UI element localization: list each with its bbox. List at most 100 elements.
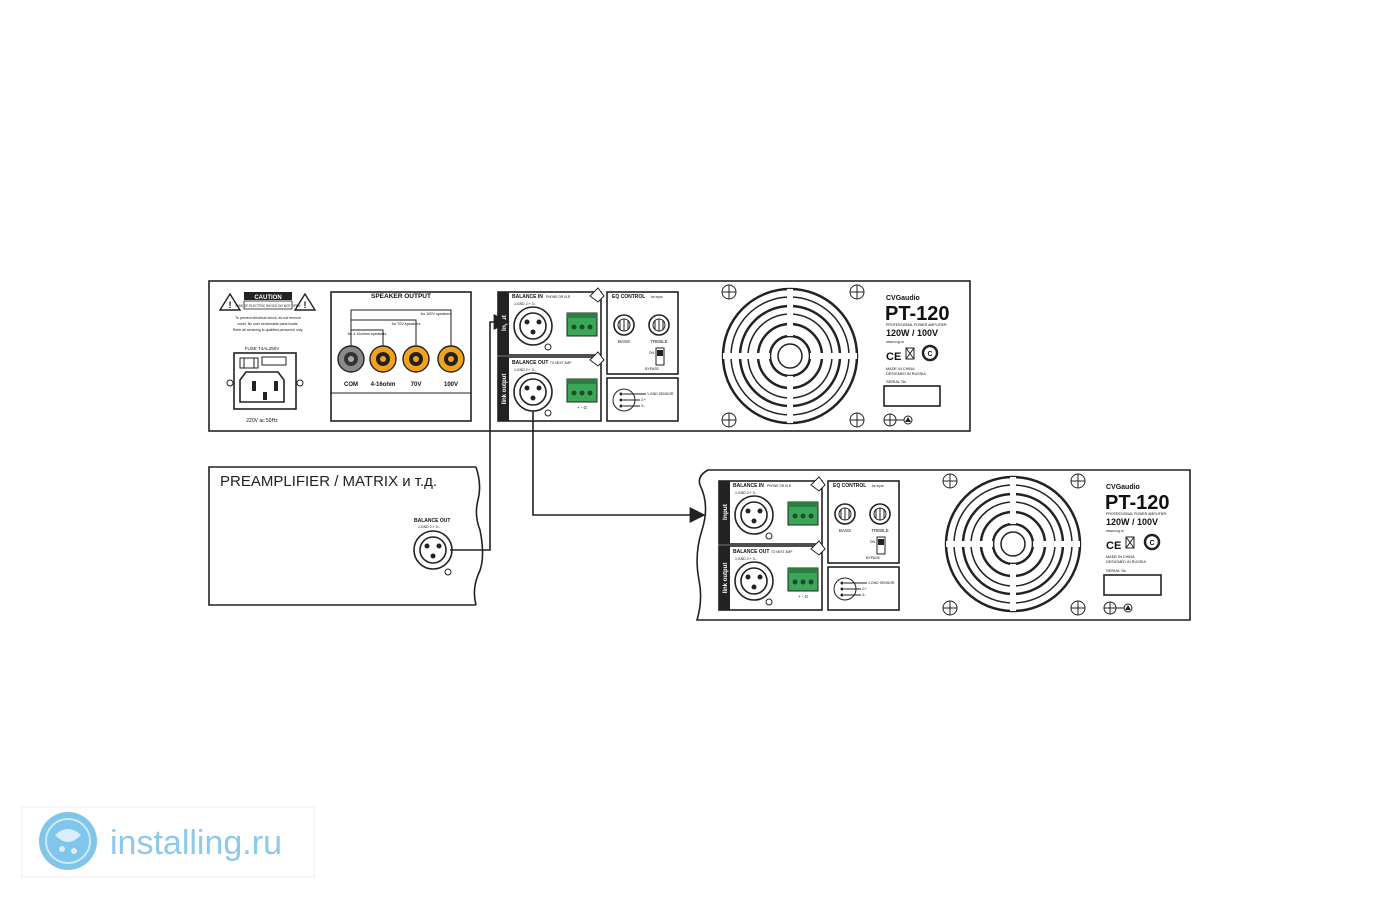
- designed-in: DESIGNED IN RUSSIA: [886, 372, 926, 376]
- wiring-2: 2:+: [641, 398, 646, 402]
- amp2-wiring-1: 1:GND SENSOR: [868, 581, 895, 585]
- bypass-label: BYPASS: [645, 367, 659, 371]
- eq-sub: for input: [651, 295, 663, 299]
- balance-in-section: Input BALANCE IN PHONE OR XLR 1:GND 2:+ …: [497, 287, 605, 356]
- power-inlet: FUSE T4AL250V 220V ac 50Hz: [226, 346, 304, 424]
- speaker-output-title: SPEAKER OUTPUT: [371, 293, 431, 300]
- caution-text-3: Refer all servicing to qualified personn…: [233, 328, 303, 332]
- amp2-bass-label: BASS: [839, 528, 851, 533]
- amp2-treble-label: TREBLE: [871, 528, 889, 533]
- wiring-3: 3:-: [641, 404, 646, 408]
- amp2-xlr-input-jack: [734, 495, 774, 535]
- watermark-text: installing.ru: [110, 824, 282, 862]
- amp2-cooling-fan: [942, 473, 1086, 616]
- note-4-16: for 4-16ohms speakers: [348, 332, 387, 336]
- power-rating: 120W / 100V: [886, 328, 938, 338]
- amp2-input-tab: Input: [722, 503, 729, 520]
- eq-bypass-switch: [655, 347, 665, 366]
- fuse-label: FUSE T4AL250V: [245, 346, 279, 351]
- amp2-wiring-3: 3:-: [862, 593, 867, 597]
- amp1-branding: CVGaudio PT-120 PROFESSIONAL POWER AMPLI…: [883, 295, 949, 427]
- label-100v: 100V: [444, 382, 458, 388]
- amp2-model-name: PT-120: [1105, 492, 1169, 514]
- mains-label: 220V ac 50Hz: [246, 418, 278, 424]
- caution-text-2: cover. No user serviceable parts inside.: [237, 322, 298, 326]
- amp2-eq-control-label: EQ CONTROL: [833, 483, 866, 489]
- balance-out-sub: TO NEXT AMP: [550, 361, 571, 365]
- amp2-treble-knob: [869, 503, 891, 525]
- amplifier-1-rear-panel: ! ! CAUTION RISK OF ELECTRIC SHOCK DO NO…: [208, 280, 971, 432]
- amp2-wiring-2: 2:+: [862, 587, 867, 591]
- xlr-pins-out: 1:GND 2:+ 3:-: [514, 368, 537, 372]
- cable-amp1-to-amp2: [532, 411, 706, 523]
- bass-knob: [613, 314, 635, 336]
- amp2-power-rating: 120W / 100V: [1106, 517, 1158, 527]
- amp2-ce-mark: CE: [1106, 540, 1121, 552]
- caution-title: CAUTION: [254, 295, 281, 301]
- amp2-xlr-output-jack: [734, 561, 774, 601]
- pins-label: + - G: [577, 405, 588, 410]
- amp2-balance-in-section: Input BALANCE IN PHONE OR XLR 1:GND 2:+ …: [718, 476, 826, 545]
- amp2-model-subtitle: PROFESSIONAL POWER AMPLIFIER: [1106, 512, 1167, 516]
- ce-mark: CE: [886, 351, 901, 363]
- label-com: COM: [344, 382, 358, 388]
- speaker-output-section: SPEAKER OUTPUT for 100V speakers for 70V…: [330, 291, 472, 422]
- balance-in-label: BALANCE IN: [512, 294, 543, 300]
- amp2-balance-out-label: BALANCE OUT: [733, 549, 769, 555]
- preamp-title: PREAMPLIFIER / MATRIX и т.д.: [220, 473, 437, 490]
- svg-text:!: !: [229, 300, 232, 310]
- website: www.cvg.ru: [886, 340, 904, 344]
- preamp-balance-out-label: BALANCE OUT: [414, 518, 450, 524]
- cooling-fan: [721, 284, 865, 428]
- eq-control-section: EQ CONTROL for input BASS TREBLE ON BYPA…: [606, 291, 679, 375]
- made-in: MADE IN CHINA: [886, 367, 915, 371]
- cable-preamp-to-amp1: [450, 314, 510, 551]
- svg-text:C: C: [1149, 540, 1154, 547]
- note-70v: for 70V speakers: [392, 322, 421, 326]
- amp2-xlr-wiring-section: 1:GND SENSOR 2:+ 3:-: [827, 566, 900, 611]
- caution-label: ! ! CAUTION RISK OF ELECTRIC SHOCK DO NO…: [218, 292, 317, 332]
- xlr-wiring-section: 1:GND SENSOR 2:+ 3:-: [606, 377, 679, 422]
- amp2-brand-name: CVGaudio: [1106, 484, 1140, 491]
- xlr-input-jack: [513, 306, 553, 346]
- amp2-serial-label: SERIAL №.: [1106, 568, 1127, 573]
- amp2-xlr-pins-out: 1:GND 2:+ 3:-: [735, 557, 758, 561]
- treble-knob: [648, 314, 670, 336]
- brand-name: CVGaudio: [886, 295, 920, 302]
- amp2-made-in: MADE IN CHINA: [1106, 555, 1135, 559]
- on-label: ON: [649, 351, 655, 355]
- preamplifier-box: PREAMPLIFIER / MATRIX и т.д. BALANCE OUT…: [208, 466, 484, 606]
- svg-text:!: !: [304, 300, 307, 310]
- wiring-1: 1:GND SENSOR: [647, 392, 674, 396]
- caution-text-1: To prevent electrical shock, do not remo…: [235, 316, 301, 320]
- amp2-eq-control-section: EQ CONTROL for input BASS TREBLE ON BYPA…: [827, 480, 900, 564]
- balance-out-section: link output BALANCE OUT TO NEXT AMP 1:GN…: [497, 351, 605, 422]
- svg-text:C: C: [927, 351, 932, 358]
- amp2-eq-bypass-switch: [876, 536, 886, 555]
- amp2-balance-out-section: link output BALANCE OUT TO NEXT AMP 1:GN…: [718, 540, 826, 611]
- model-name: PT-120: [885, 303, 949, 325]
- label-70v: 70V: [411, 382, 422, 388]
- amp2-link-output-tab: link output: [723, 563, 729, 594]
- amp2-designed-in: DESIGNED IN RUSSIA: [1106, 560, 1146, 564]
- note-100v: for 100V speakers: [421, 312, 452, 316]
- serial-label: SERIAL №.: [886, 379, 907, 384]
- eq-control-label: EQ CONTROL: [612, 294, 645, 300]
- signal-cables: [450, 314, 706, 551]
- xlr-pins-in: 1:GND 2:+ 3:-: [514, 302, 537, 306]
- model-subtitle: PROFESSIONAL POWER AMPLIFIER: [886, 323, 947, 327]
- balance-out-label: BALANCE OUT: [512, 360, 548, 366]
- preamp-xlr-pins: 1:GND 2:+ 3:-: [418, 525, 441, 529]
- amp2-balance-out-sub: TO NEXT AMP: [771, 550, 792, 554]
- treble-label: TREBLE: [650, 339, 668, 344]
- amp2-website: www.cvg.ru: [1106, 529, 1124, 533]
- bass-label: BASS: [618, 339, 630, 344]
- amp2-pins-label: + - G: [798, 594, 809, 599]
- amp2-eq-sub: for input: [872, 484, 884, 488]
- amp2-on-label: ON: [870, 540, 876, 544]
- amp2-bass-knob: [834, 503, 856, 525]
- link-output-tab: link output: [502, 374, 508, 405]
- amplifier-2-rear-panel: Input BALANCE IN PHONE OR XLR 1:GND 2:+ …: [695, 469, 1191, 621]
- balance-in-sub: PHONE OR XLR: [546, 295, 571, 299]
